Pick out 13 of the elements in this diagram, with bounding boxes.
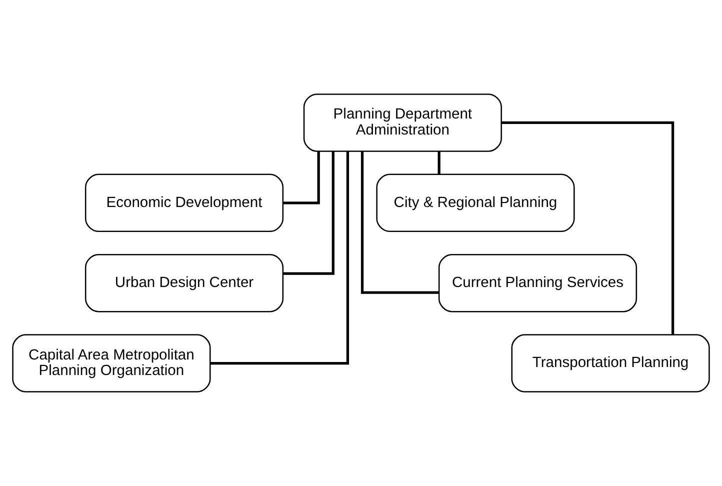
connector [210,151,350,365]
connector [438,151,440,174]
node-box: Current Planning Services [438,254,638,312]
node-box: Planning Department Administration [303,94,502,152]
connector [282,151,320,204]
connector [501,121,674,335]
connector [283,151,334,275]
node-box: Capital Area Metropolitan Planning Organization [12,334,211,392]
node-box: Transportation Planning [511,334,710,392]
connector [360,152,439,294]
node-box: Urban Design Center [84,254,284,312]
node-box: City & Regional Planning [376,174,575,232]
node-box: Economic Development [84,174,284,232]
